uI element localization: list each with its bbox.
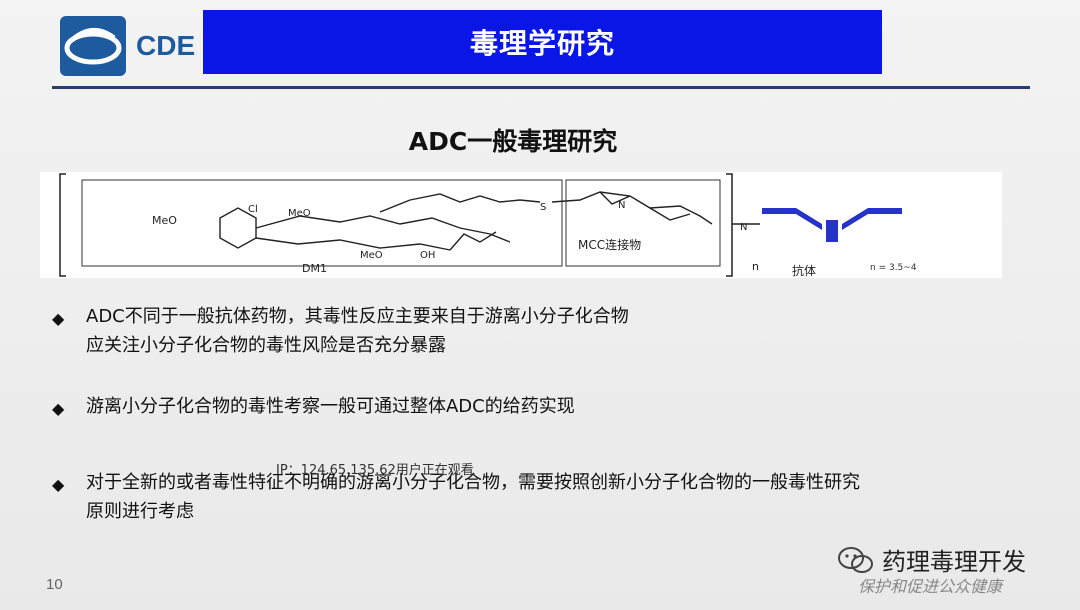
- slide-title-banner: 毒理学研究: [203, 10, 882, 74]
- watermark-slogan: 保护和促进公众健康: [858, 577, 1003, 596]
- antibody-icon: [762, 208, 902, 242]
- antibody-label: 抗体: [792, 264, 817, 278]
- bullet-diamond-icon: ◆: [52, 309, 65, 328]
- wechat-icon: [838, 546, 873, 573]
- svg-text:N: N: [618, 200, 625, 211]
- bullet-text-line1: 对于全新的或者毒性特征不明确的游离小分子化合物，需要按照创新小分子化合物的一般毒…: [86, 472, 860, 493]
- n-label: n: [752, 260, 759, 273]
- bullet-text-line1: 游离小分子化合物的毒性考察一般可通过整体ADC的给药实现: [86, 396, 575, 417]
- dm1-label: DM1: [302, 262, 327, 275]
- slide-subtitle: ADC一般毒理研究: [408, 127, 618, 156]
- bullet-diamond-icon: ◆: [52, 399, 65, 418]
- watermark-name: 药理毒理开发: [882, 548, 1026, 576]
- account-watermark: 药理毒理开发: [836, 542, 1026, 577]
- svg-text:S: S: [540, 202, 546, 213]
- header-divider: [52, 86, 1030, 89]
- bullet-text-line2: 原则进行考虑: [86, 501, 194, 522]
- svg-text:MeO: MeO: [152, 214, 177, 227]
- cde-emblem-icon: [60, 16, 126, 76]
- svg-text:Cl: Cl: [248, 204, 258, 215]
- bullet-text-line1: ADC不同于一般抗体药物，其毒性反应主要来自于游离小分子化合物: [86, 306, 629, 327]
- viewer-ip-overlay: IP：124.65.135.62用户正在观看: [276, 463, 474, 478]
- bullet-diamond-icon: ◆: [52, 475, 65, 494]
- cde-logo: [54, 12, 196, 78]
- adc-structure-drawing: MeO MeO Cl MeO OH S N N: [59, 173, 902, 277]
- svg-text:OH: OH: [420, 250, 435, 261]
- svg-text:MeO: MeO: [360, 250, 383, 261]
- adc-structure-figure: MeO MeO Cl MeO OH S N N DM1 MCC连接物 n 抗体 …: [40, 172, 1002, 278]
- ratio-label: n = 3.5~4: [870, 263, 917, 273]
- bullet-text-line2: 应关注小分子化合物的毒性风险是否充分暴露: [86, 335, 446, 356]
- page-number: 10: [46, 576, 63, 593]
- logo-text: CDE: [136, 30, 196, 61]
- svg-text:N: N: [740, 222, 747, 233]
- svg-text:MeO: MeO: [288, 208, 311, 219]
- linker-label: MCC连接物: [578, 238, 642, 252]
